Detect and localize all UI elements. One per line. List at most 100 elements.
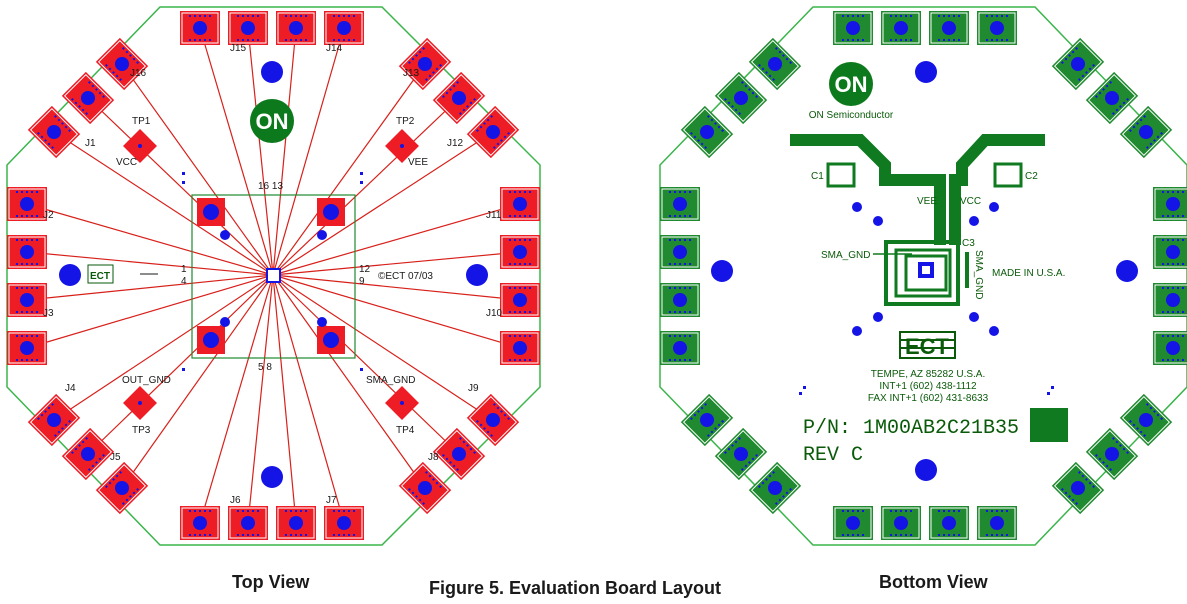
mounting-hole [261, 466, 283, 488]
signal-trace [272, 131, 494, 276]
sma-pad [1153, 283, 1187, 317]
bottom-sma-pads [660, 11, 1187, 540]
on-logo-text-top: ON [256, 109, 289, 134]
label-tp2: TP2 [396, 116, 415, 127]
mounting-hole [59, 264, 81, 286]
via [989, 202, 999, 212]
signal-trace [26, 274, 274, 349]
sma-pad [833, 11, 873, 45]
via [852, 326, 862, 336]
sma-pad [1153, 331, 1187, 365]
mounting-hole [711, 260, 733, 282]
label-j9: J9 [468, 383, 479, 394]
signal-trace [53, 131, 274, 276]
sma-pad [1051, 461, 1105, 515]
top-view-caption: Top View [232, 572, 310, 592]
dut-corner-pad [317, 326, 345, 354]
ect-mark: ECT [90, 271, 110, 282]
revision: REV C [803, 444, 863, 467]
label-j12: J12 [447, 138, 464, 149]
bottom-view-board: ON ON Semiconductor C1 C2 C3 VEE VCC SMA… [659, 6, 1187, 546]
label-tp4: TP4 [396, 425, 415, 436]
signal-trace [26, 203, 274, 276]
mounting-hole [261, 61, 283, 83]
via-small [360, 181, 363, 184]
sma-pad [977, 11, 1017, 45]
signal-trace [272, 274, 297, 524]
signal-trace [272, 274, 426, 489]
sma-pad [228, 11, 268, 45]
via [220, 317, 230, 327]
sma-pad [680, 393, 734, 447]
sma-pad [748, 37, 802, 91]
label-vee: VEE [408, 157, 428, 168]
label-j2: J2 [43, 210, 54, 221]
signal-trace [272, 274, 460, 455]
top-view-board: ON ECT ©ECT 07/03 J1 J2 J3 J4 J5 J6 J7 J… [6, 6, 541, 546]
via [220, 230, 230, 240]
on-logo-top [250, 99, 294, 143]
label-pins-16-13: 16 13 [258, 181, 283, 192]
address-line-3: FAX INT+1 (602) 431-8633 [868, 393, 989, 404]
label-made-in: MADE IN U.S.A. [992, 268, 1065, 279]
signal-trace [26, 251, 274, 276]
sma-pad [27, 393, 81, 447]
sma-pad [977, 506, 1017, 540]
via-small [182, 368, 185, 371]
signal-trace [87, 97, 274, 276]
sma-pad [714, 427, 768, 481]
label-pins-5-8: 5 8 [258, 362, 272, 373]
label-c3: C3 [962, 238, 975, 249]
label-j15: J15 [230, 43, 247, 54]
label-sma-gnd-bottom: SMA_GND [821, 250, 870, 261]
label-out-gnd: OUT_GND [122, 375, 171, 386]
sma-pad [500, 187, 540, 221]
via [317, 317, 327, 327]
label-j16: J16 [130, 68, 147, 79]
sma-pad [929, 11, 969, 45]
tp1-pad [123, 129, 157, 163]
sma-pad [500, 283, 540, 317]
signal-trace [199, 274, 274, 524]
label-j4: J4 [65, 383, 76, 394]
sma-pad [276, 11, 316, 45]
sma-pad [1085, 427, 1139, 481]
dut-ic [266, 268, 281, 283]
via [969, 312, 979, 322]
sma-pad [95, 461, 149, 515]
copyright-text: ©ECT 07/03 [378, 271, 433, 282]
sma-pad [180, 11, 220, 45]
sma-pad [1153, 235, 1187, 269]
sma-pad [680, 105, 734, 159]
ect-mark-box [87, 264, 114, 284]
mounting-hole [1116, 260, 1138, 282]
sma-pad [27, 105, 81, 159]
signal-trace [272, 274, 521, 349]
sma-pad [660, 283, 700, 317]
dut-corner-pad [197, 198, 225, 226]
via [852, 202, 862, 212]
via-small [799, 392, 802, 395]
ect-logo-text: ECT [905, 334, 950, 359]
signal-trace [247, 27, 274, 276]
label-vcc: VCC [116, 157, 137, 168]
sma-pad [324, 506, 364, 540]
c2-capacitor [993, 162, 1023, 188]
sma-pad [7, 235, 47, 269]
sma-pad [881, 506, 921, 540]
via [873, 216, 883, 226]
via-small [803, 386, 806, 389]
figure-caption: Figure 5. Evaluation Board Layout [429, 578, 722, 598]
label-j8: J8 [428, 452, 439, 463]
label-sma-gnd: SMA_GND [366, 375, 415, 386]
sma-pad [660, 187, 700, 221]
address-line-1: TEMPE, AZ 85282 U.S.A. [871, 369, 986, 380]
sma-pad [833, 506, 873, 540]
signal-trace [26, 274, 274, 301]
label-vcc-bottom: VCC [960, 196, 981, 207]
company-name: ON Semiconductor [809, 110, 894, 121]
label-j3: J3 [43, 308, 54, 319]
label-j11: J11 [486, 210, 502, 221]
